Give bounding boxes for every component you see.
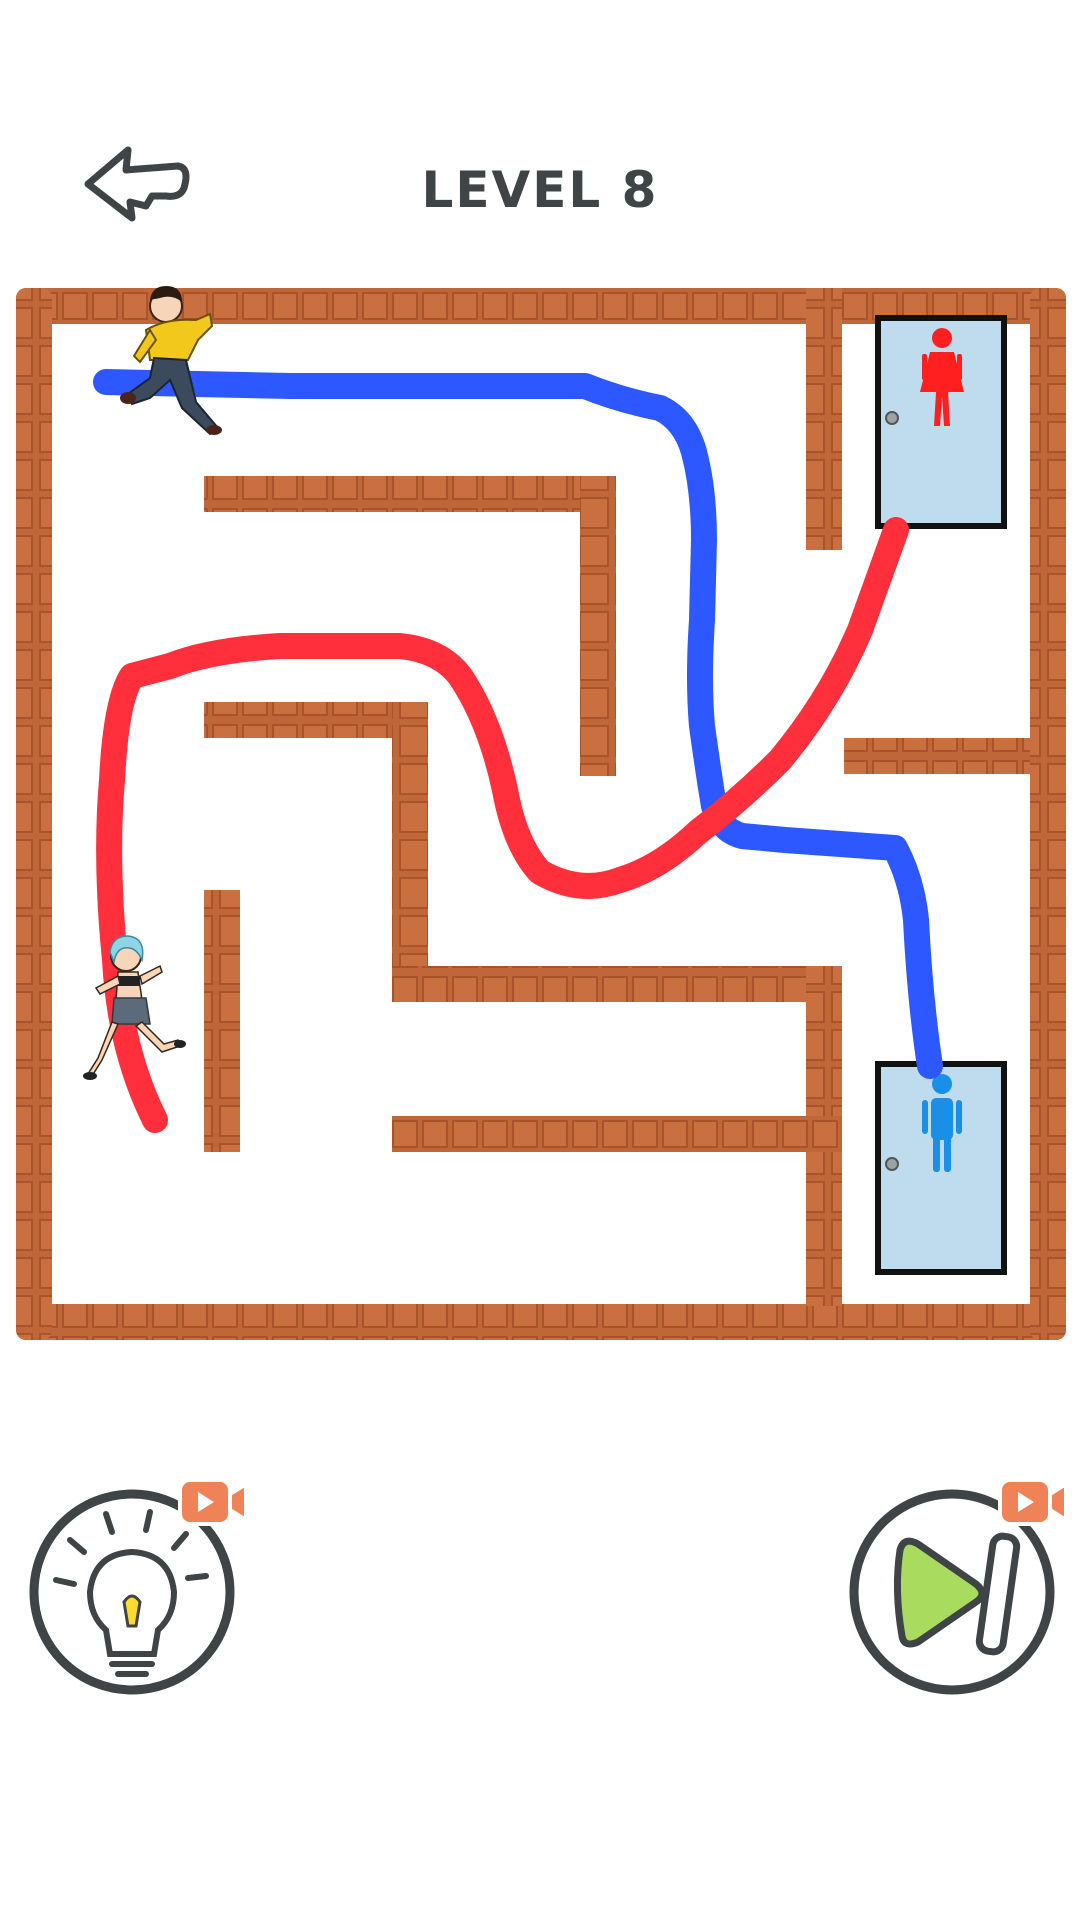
- video-camera-icon: [178, 1478, 248, 1526]
- back-button[interactable]: [80, 140, 200, 230]
- wall-segment: [204, 702, 428, 738]
- wall-segment: [844, 738, 1030, 774]
- male-door[interactable]: [875, 1061, 1007, 1275]
- video-camera-icon: [998, 1478, 1068, 1526]
- level-title: LEVEL 8: [421, 161, 659, 219]
- outer-wall: [16, 288, 1066, 1340]
- wall-segment: [392, 966, 842, 1002]
- girl-character: [83, 935, 186, 1080]
- wall-segment: [204, 476, 616, 512]
- woman-restroom-icon: [920, 328, 964, 426]
- hint-button[interactable]: [28, 1478, 250, 1700]
- inner-walls: [204, 288, 1030, 1306]
- play-skip-icon: [893, 1532, 1021, 1656]
- man-restroom-icon: [922, 1074, 962, 1172]
- wall-segment: [204, 890, 240, 1152]
- hint-video-badge[interactable]: [176, 1474, 250, 1530]
- skip-level-button[interactable]: [848, 1478, 1070, 1700]
- arrow-left-icon: [84, 146, 190, 222]
- female-path: [96, 517, 909, 1133]
- male-path: [93, 369, 943, 1079]
- female-door[interactable]: [875, 315, 1007, 529]
- boy-character: [120, 286, 222, 436]
- skip-video-badge[interactable]: [996, 1474, 1070, 1530]
- wall-segment: [580, 476, 616, 776]
- wall-segment: [806, 288, 842, 550]
- wall-segment: [392, 1116, 842, 1152]
- wall-segment: [392, 702, 428, 1002]
